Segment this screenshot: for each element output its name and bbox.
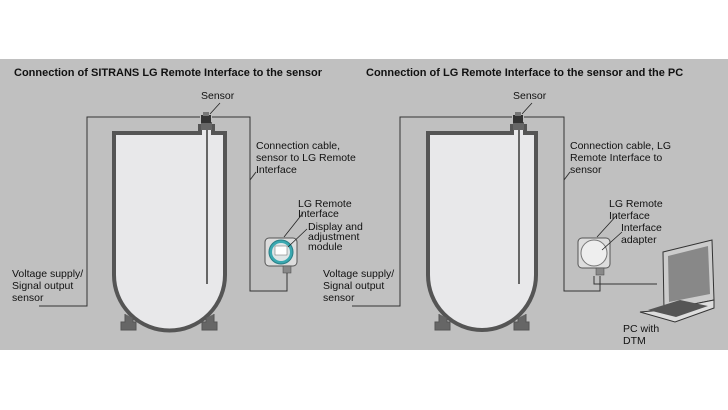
right-adapter-label: Interface adapter	[621, 222, 662, 246]
left-remote-interface-icon	[264, 212, 308, 274]
left-tank	[112, 122, 227, 333]
left-remote-label: LG Remote Interface	[298, 198, 352, 220]
right-supply-label: Voltage supply/ Signal output sensor	[323, 268, 395, 304]
left-cable-label: Connection cable, sensor to LG Remote In…	[256, 140, 356, 176]
left-sensor-label: Sensor	[201, 90, 235, 102]
left-title: Connection of SITRANS LG Remote Interfac…	[14, 67, 323, 79]
right-tank	[426, 122, 538, 332]
left-cables	[39, 116, 288, 307]
right-cable-label: Connection cable, LG Remote Interface to…	[570, 140, 671, 176]
left-sensor-icon	[201, 102, 221, 123]
right-sensor-icon	[513, 102, 533, 123]
right-cables	[352, 116, 657, 307]
left-supply-label: Voltage supply/ Signal output sensor	[12, 268, 84, 304]
right-title: Connection of LG Remote Interface to the…	[366, 67, 684, 79]
left-module-label: Display and adjustment module	[308, 221, 363, 253]
right-sensor-label: Sensor	[513, 90, 547, 102]
right-remote-interface-icon	[577, 214, 623, 276]
pc-label: PC with DTM	[623, 323, 660, 347]
right-remote-label: LG Remote Interface	[609, 198, 663, 222]
laptop-icon	[639, 239, 715, 323]
